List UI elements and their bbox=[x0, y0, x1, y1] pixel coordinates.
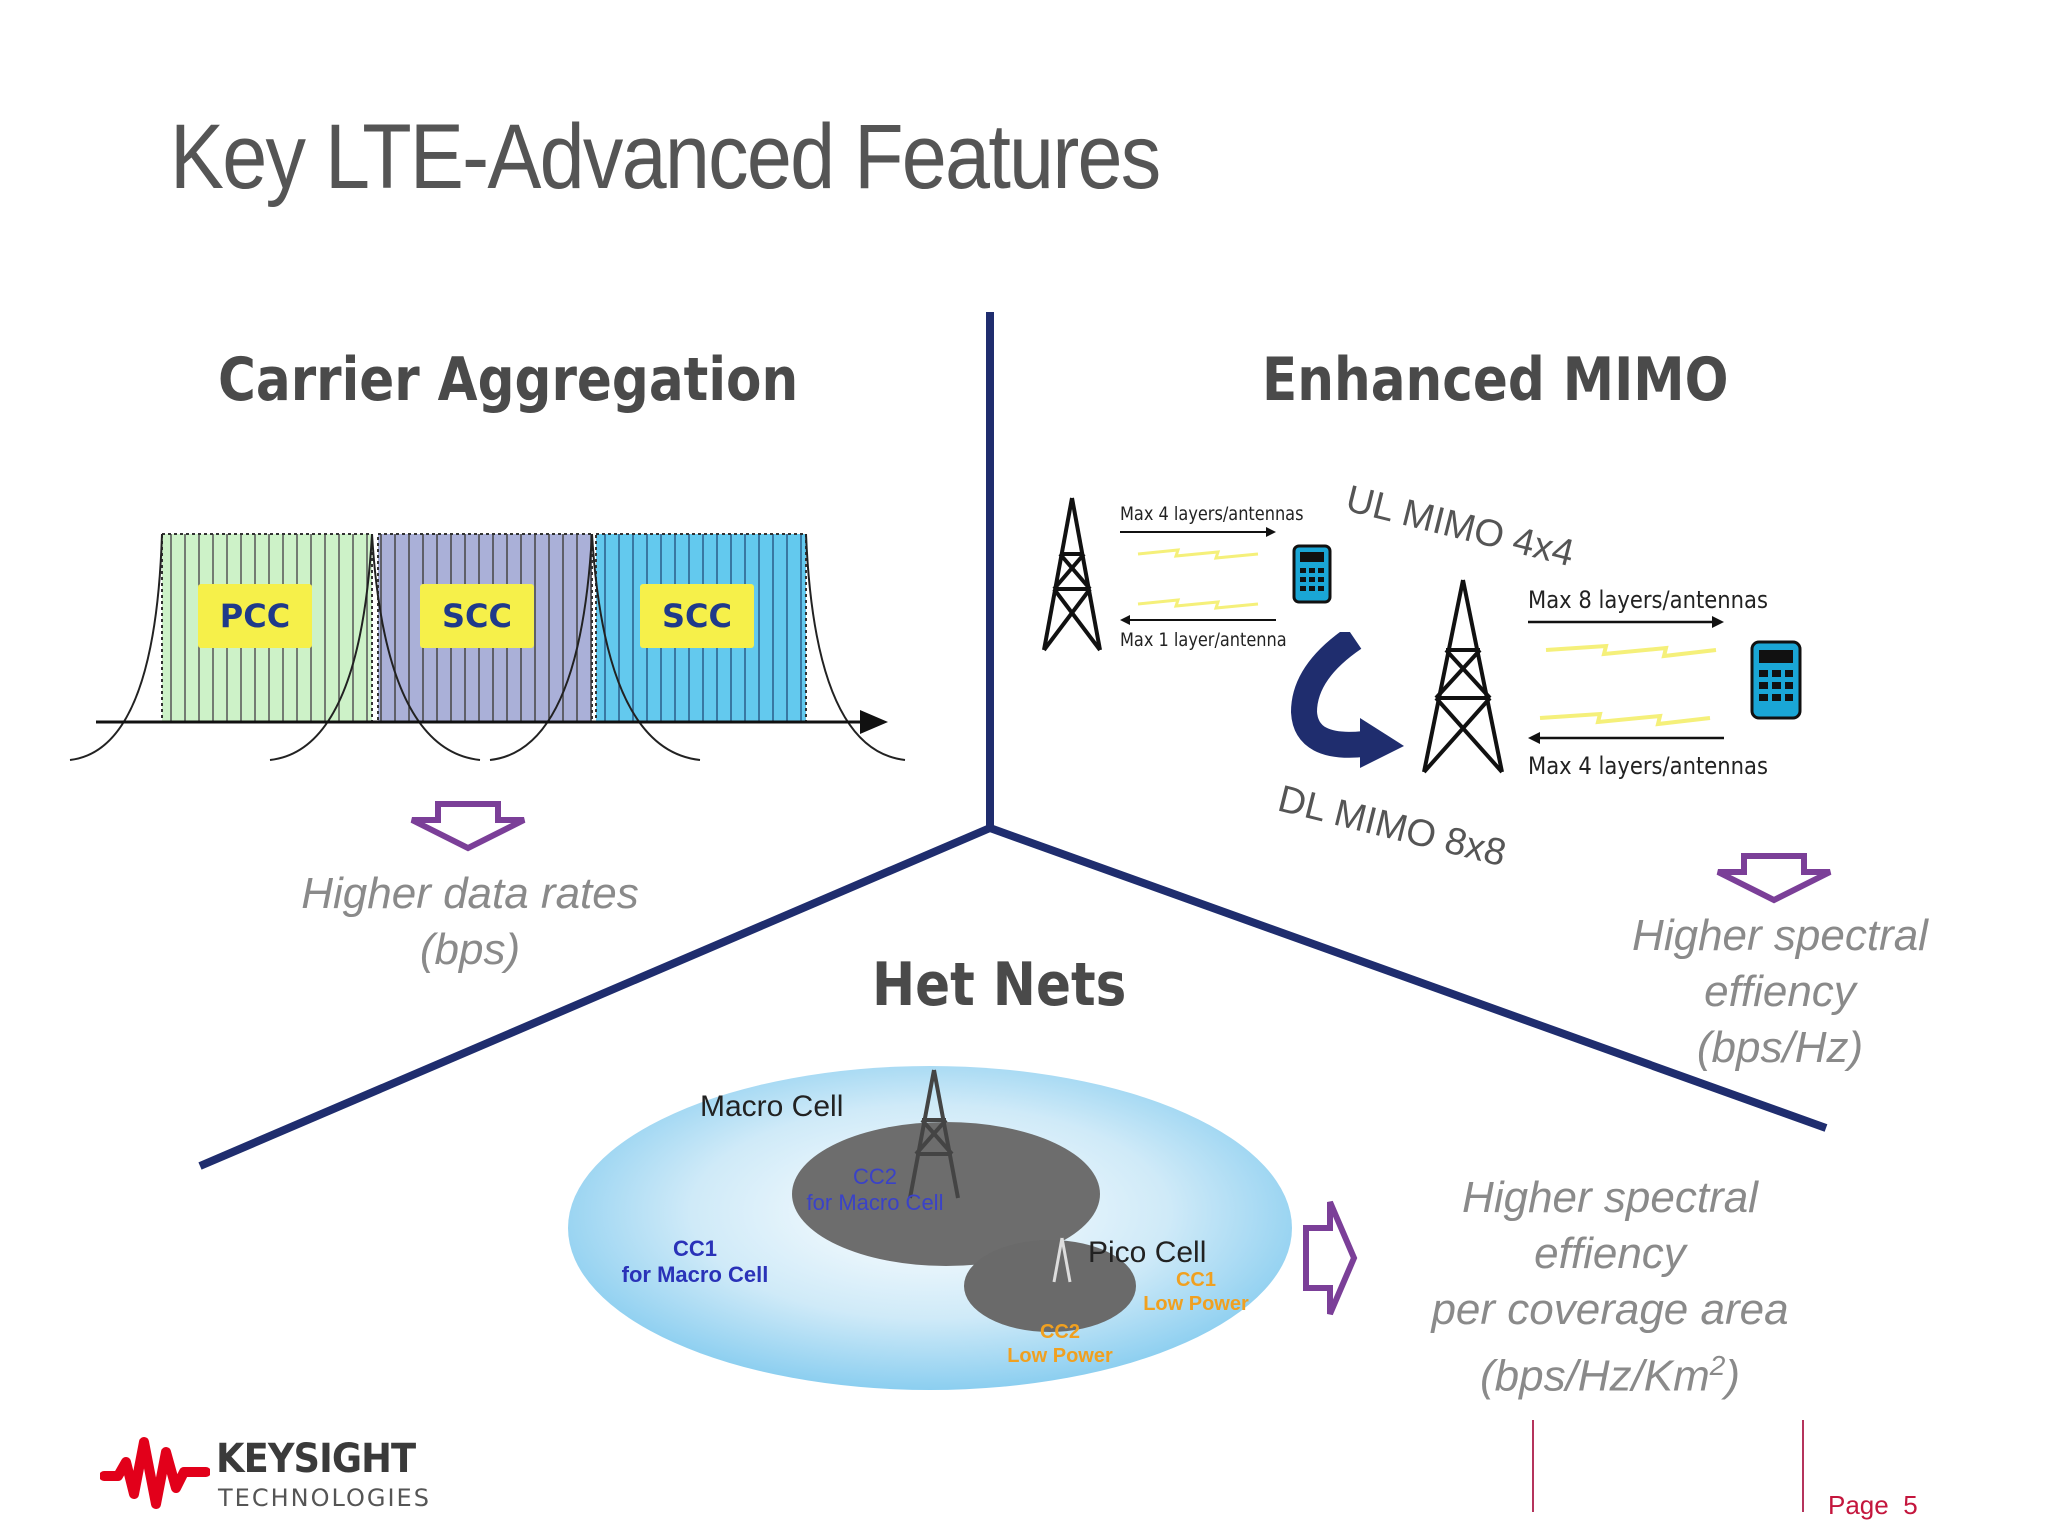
footer-divider-2 bbox=[1802, 1420, 1804, 1512]
pico-cell-label: Pico Cell bbox=[1088, 1236, 1207, 1269]
het-nets-right-arrow-icon bbox=[1303, 1200, 1358, 1316]
dl-phone-icon bbox=[1750, 640, 1802, 720]
ul-bottom-label: Max 1 layer/antenna bbox=[1120, 629, 1287, 651]
cc2-pico-line-1: CC2 bbox=[1039, 1321, 1080, 1343]
carrier-label-scc-2: SCC bbox=[640, 584, 754, 648]
cc1-macro-line-2: for Macro Cell bbox=[621, 1262, 769, 1287]
carrier-aggregation-diagram: PCC SCC SCC bbox=[60, 500, 920, 790]
ul-links-icon bbox=[1120, 527, 1276, 625]
het-benefit-line-4-sup: 2 bbox=[1709, 1350, 1726, 1381]
footer-divider-1 bbox=[1532, 1420, 1534, 1512]
enhanced-mimo-title: Enhanced MIMO bbox=[1262, 345, 1729, 415]
carrier-aggregation-title: Carrier Aggregation bbox=[218, 345, 799, 415]
slide-title: Key LTE-Advanced Features bbox=[170, 106, 1161, 208]
enhanced-mimo-benefit: Higher spectral effiency (bps/Hz) bbox=[1560, 908, 2000, 1076]
dl-links-icon bbox=[1528, 616, 1724, 744]
dl-top-label: Max 8 layers/antennas bbox=[1528, 586, 1768, 614]
keysight-brand-sub: TECHNOLOGIES bbox=[218, 1484, 431, 1512]
ul-phone-icon bbox=[1292, 544, 1332, 604]
page-label: Page bbox=[1828, 1490, 1889, 1520]
cc2-pico-label: CC2 Low Power bbox=[1000, 1320, 1120, 1368]
cc1-pico-line-1: CC1 bbox=[1175, 1269, 1216, 1291]
cc2-macro-line-1: CC2 bbox=[852, 1164, 897, 1189]
cc1-pico-line-2: Low Power bbox=[1143, 1293, 1249, 1315]
keysight-brand: KEYSIGHT bbox=[216, 1436, 416, 1482]
mimo-benefit-line-1: Higher spectral bbox=[1632, 911, 1928, 960]
dl-bottom-label: Max 4 layers/antennas bbox=[1528, 752, 1768, 780]
page-number: 5 bbox=[1903, 1490, 1918, 1520]
pico-tower-icon bbox=[1052, 1237, 1072, 1283]
ul-tower-icon bbox=[1042, 497, 1102, 652]
cc2-macro-label: CC2 for Macro Cell bbox=[790, 1164, 960, 1216]
macro-tower-icon bbox=[908, 1069, 960, 1199]
het-benefit-line-1: Higher spectral bbox=[1462, 1173, 1758, 1222]
cc2-macro-line-2: for Macro Cell bbox=[806, 1190, 944, 1215]
cc1-pico-label: CC1 Low Power bbox=[1136, 1268, 1256, 1316]
het-benefit-line-4: (bps/Hz/Km2) bbox=[1380, 1338, 1840, 1405]
cc1-macro-line-1: CC1 bbox=[672, 1236, 717, 1261]
carrier-label-scc-1: SCC bbox=[420, 584, 534, 648]
het-nets-benefit: Higher spectral effiency per coverage ar… bbox=[1380, 1170, 1840, 1405]
het-nets-title: Het Nets bbox=[872, 950, 1127, 1020]
cc1-macro-label: CC1 for Macro Cell bbox=[600, 1236, 790, 1288]
cc2-pico-line-2: Low Power bbox=[1007, 1345, 1113, 1367]
ca-benefit-line-2: (bps) bbox=[419, 925, 521, 974]
het-benefit-line-4-prefix: (bps/Hz/Km bbox=[1479, 1351, 1710, 1401]
mimo-benefit-line-2: effiency bbox=[1704, 967, 1856, 1016]
macro-cell-label: Macro Cell bbox=[700, 1090, 844, 1123]
curved-arrow-icon bbox=[1290, 632, 1404, 768]
enhanced-mimo-down-arrow-icon bbox=[1716, 853, 1832, 904]
carrier-aggregation-down-arrow-icon bbox=[410, 801, 526, 852]
het-benefit-line-3: per coverage area bbox=[1431, 1285, 1789, 1334]
het-nets-diagram bbox=[568, 1066, 1292, 1390]
het-benefit-line-4-suffix: ) bbox=[1725, 1351, 1741, 1401]
ul-top-label: Max 4 layers/antennas bbox=[1120, 503, 1304, 525]
dl-tower-icon bbox=[1422, 579, 1504, 774]
carrier-aggregation-benefit: Higher data rates (bps) bbox=[240, 866, 700, 978]
ca-benefit-line-1: Higher data rates bbox=[301, 869, 639, 918]
het-benefit-line-2: effiency bbox=[1534, 1229, 1686, 1278]
mimo-benefit-line-3: (bps/Hz) bbox=[1696, 1023, 1864, 1072]
carrier-label-pcc: PCC bbox=[198, 584, 312, 648]
page-footer: Page 5 bbox=[1828, 1490, 1918, 1521]
keysight-logo-icon bbox=[100, 1437, 210, 1509]
